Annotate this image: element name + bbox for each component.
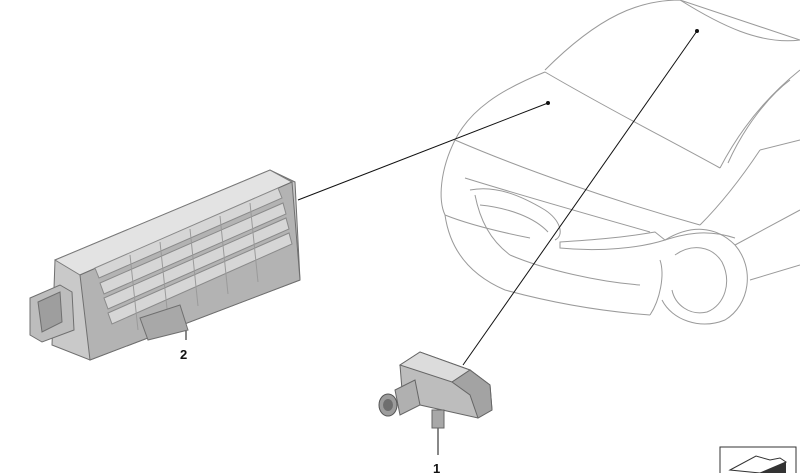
leader-dot [546,101,550,105]
sensor-icon [378,351,493,429]
parts-symbol-icon [719,446,797,473]
callout-label-1: 1 [433,461,441,473]
leader-dot [695,29,699,33]
callout-label-2: 2 [180,347,188,362]
control-module-icon [29,169,301,361]
car-outline-icon [440,0,800,325]
